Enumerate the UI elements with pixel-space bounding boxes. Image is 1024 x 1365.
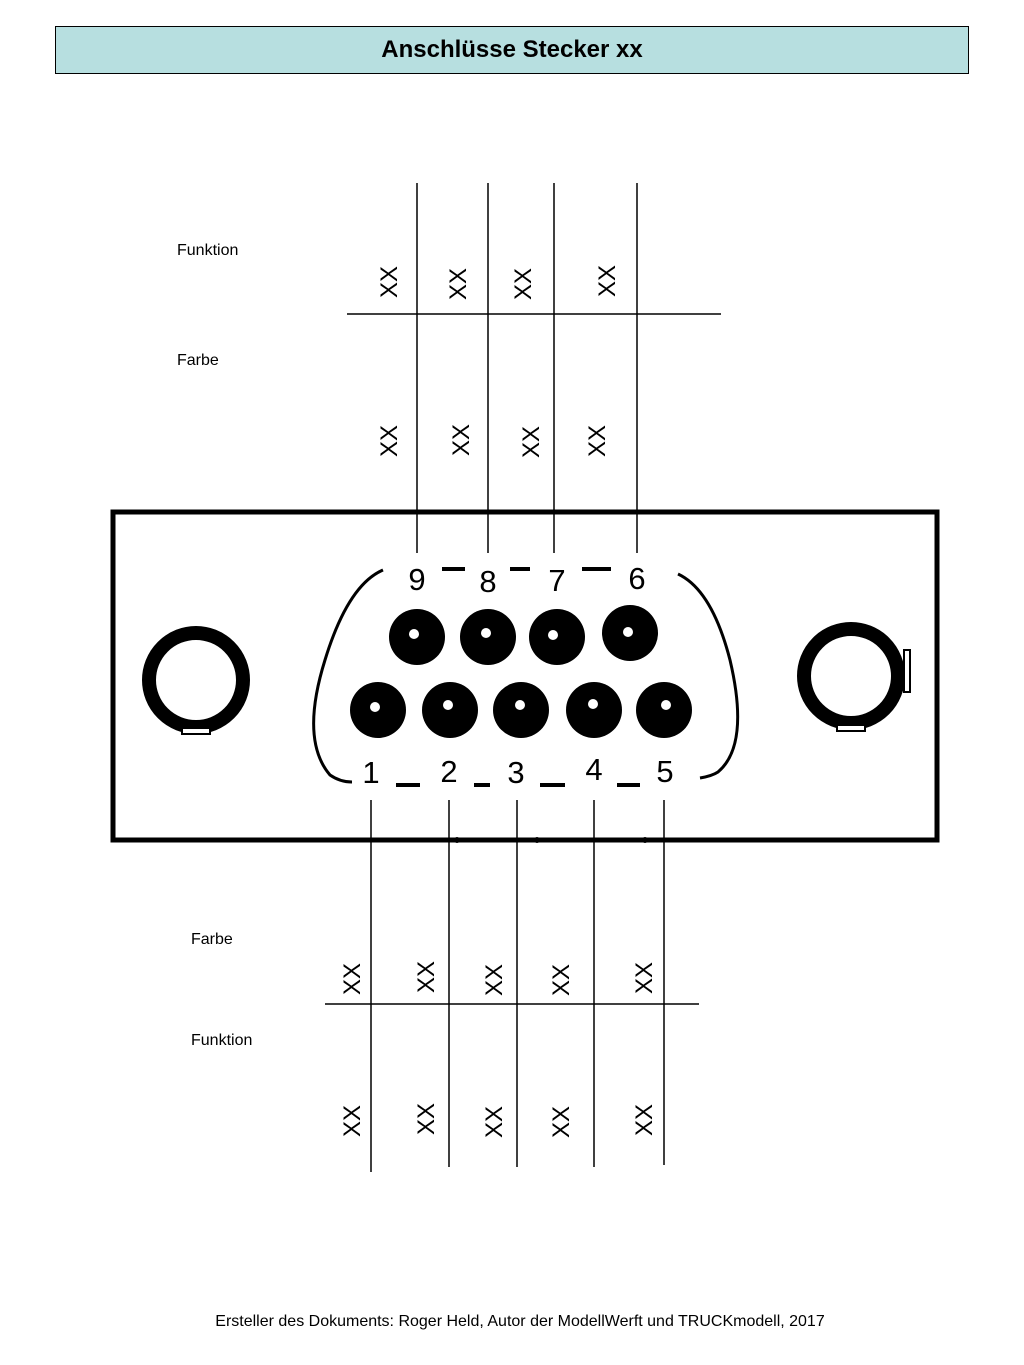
socket-pin-2 xyxy=(422,682,478,738)
farbe-pin-2: XX xyxy=(413,961,440,993)
funktion-pin-4: XX xyxy=(548,1106,575,1138)
farbe-pin-8: XX xyxy=(448,424,475,456)
farbe-pin-4: XX xyxy=(548,964,575,996)
housing-mark xyxy=(454,837,460,843)
pin-number-9: 9 xyxy=(401,556,433,597)
housing-mark xyxy=(642,837,648,843)
pin-number-1: 1 xyxy=(355,751,387,795)
socket-pin-9 xyxy=(389,609,445,665)
farbe-pin-5: XX xyxy=(631,962,658,994)
shell-outline-right xyxy=(677,572,740,780)
svg-text:1: 1 xyxy=(362,755,379,790)
funktion-pin-5: XX xyxy=(631,1104,658,1136)
svg-text:8: 8 xyxy=(479,564,496,599)
socket-pin-7 xyxy=(529,609,585,665)
socket-pin-8 xyxy=(460,609,516,665)
connector-housing xyxy=(110,509,940,843)
svg-text:9: 9 xyxy=(408,562,425,597)
socket-pin-1 xyxy=(350,682,406,738)
funktion-pin-7: XX xyxy=(510,268,537,300)
pin-number-7: 7 xyxy=(541,558,573,598)
socket-pin-3 xyxy=(493,682,549,738)
footer-credit: Ersteller des Dokuments: Roger Held, Aut… xyxy=(215,1313,825,1330)
top-wires xyxy=(416,183,638,553)
label-funktion-bottom: Funktion xyxy=(191,1032,253,1049)
farbe-pin-9: XX xyxy=(376,425,403,457)
left-screw xyxy=(142,626,250,735)
pin-number-8: 8 xyxy=(472,560,504,600)
funktion-pin-8: XX xyxy=(445,268,472,300)
svg-text:4: 4 xyxy=(585,752,602,787)
svg-text:3: 3 xyxy=(507,755,524,790)
pin-number-6: 6 xyxy=(616,556,656,596)
page-title: Anschlüsse Stecker xx xyxy=(55,26,969,74)
socket-pin-4 xyxy=(566,682,622,738)
farbe-pin-6: XX xyxy=(584,425,611,457)
funktion-pin-2: XX xyxy=(413,1103,440,1135)
farbe-pin-7: XX xyxy=(518,426,545,458)
pin-number-2: 2 xyxy=(432,751,466,795)
socket-pin-5 xyxy=(636,682,692,738)
label-farbe-top: Farbe xyxy=(177,352,219,369)
right-screw xyxy=(797,622,911,732)
funktion-pin-9: XX xyxy=(376,266,403,298)
svg-text:5: 5 xyxy=(656,754,673,789)
label-farbe-bottom: Farbe xyxy=(191,931,233,948)
funktion-pin-3: XX xyxy=(481,1106,508,1138)
socket-pin-6 xyxy=(602,605,658,661)
pin-number-5: 5 xyxy=(648,751,682,795)
svg-text:2: 2 xyxy=(440,754,457,789)
funktion-pin-1: XX xyxy=(339,1105,366,1137)
pin-number-3: 3 xyxy=(500,751,534,795)
svg-text:7: 7 xyxy=(548,563,565,598)
farbe-pin-1: XX xyxy=(339,963,366,995)
label-funktion-top: Funktion xyxy=(177,242,239,259)
bottom-wires xyxy=(370,800,665,1172)
housing-mark xyxy=(534,837,540,843)
funktion-pin-6: XX xyxy=(594,265,621,297)
farbe-pin-3: XX xyxy=(481,964,508,996)
shell-outline-left xyxy=(312,568,384,784)
pin-number-4: 4 xyxy=(577,748,611,792)
svg-text:6: 6 xyxy=(628,561,645,596)
